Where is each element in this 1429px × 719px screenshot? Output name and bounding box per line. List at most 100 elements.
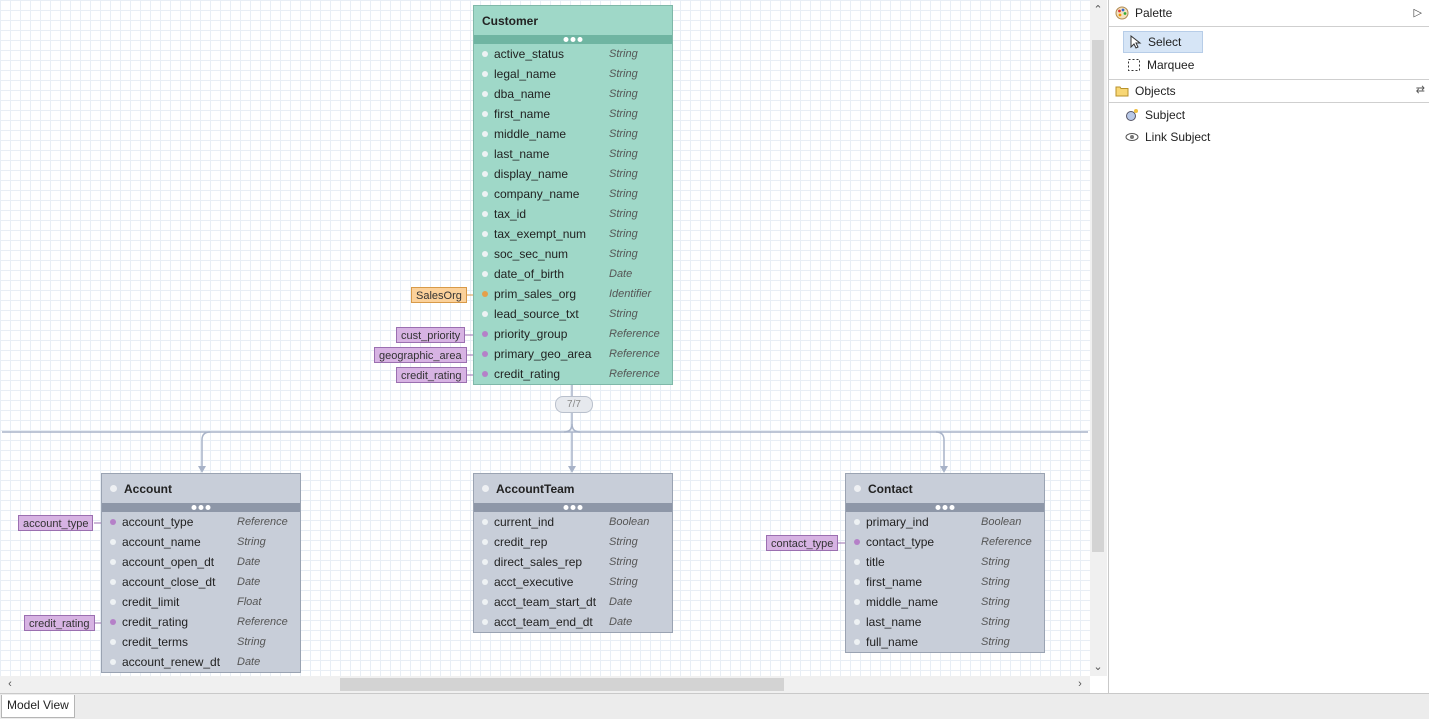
field-dot-icon [482,91,488,97]
tag-credit-rating[interactable]: credit_rating [396,367,467,383]
field-type: String [609,308,638,320]
field-type: String [609,208,638,220]
scroll-up-icon[interactable]: ⌃ [1093,4,1103,16]
field-type: Reference [237,516,288,528]
tool-marquee[interactable]: Marquee [1123,54,1429,76]
field-type: String [981,616,1010,628]
scroll-down-icon[interactable]: ⌄ [1093,661,1103,673]
palette-header[interactable]: Palette ▷ [1109,0,1429,27]
tag-geographic-area[interactable]: geographic_area [374,347,467,363]
field-name: company_name [494,187,580,201]
tab-model-view[interactable]: Model View [1,695,75,718]
field-name: display_name [494,167,569,181]
collapse-bar[interactable] [474,503,672,512]
field-dot-icon [482,351,488,357]
object-subject[interactable]: Subject [1125,104,1429,126]
field-dot-icon [482,231,488,237]
scroll-right-icon[interactable]: › [1078,678,1082,690]
object-link-subject[interactable]: Link Subject [1125,126,1429,148]
field-dot-icon [854,579,860,585]
field-name: active_status [494,47,565,61]
palette-icon [1115,6,1129,20]
field-type: Reference [237,616,288,628]
field-name: account_close_dt [122,575,216,589]
pin-icon[interactable]: ⇄ [1415,84,1425,96]
tag-credit-rating[interactable]: credit_rating [24,615,95,631]
collapse-bar[interactable] [846,503,1044,512]
field-dot-icon [110,639,116,645]
field-name: full_name [866,635,919,649]
children-count-badge[interactable]: 7/7 [555,396,593,413]
tag-contact-type[interactable]: contact_type [766,535,839,551]
field-dot-icon [482,251,488,257]
field-dot-icon [110,559,116,565]
vertical-scroll-thumb[interactable] [1092,40,1104,552]
entity-title: Contact [868,481,913,496]
tag-account-type[interactable]: account_type [18,515,94,531]
tag-cust-priority[interactable]: cust_priority [396,327,466,343]
expand-arrow-icon[interactable]: ▷ [1413,7,1422,19]
entity-dot-icon [110,485,117,492]
tool-select[interactable]: Select [1123,31,1203,53]
field-dot-icon [482,111,488,117]
tag-salesorg[interactable]: SalesOrg [411,287,467,303]
objects-title: Objects [1135,84,1176,98]
field-name: prim_sales_org [494,287,577,301]
field-dot-icon [110,579,116,585]
field-name: date_of_birth [494,267,565,281]
collapse-bar[interactable] [102,503,300,512]
objects-drawer-header[interactable]: Objects ⇄ [1109,79,1429,103]
horizontal-scroll-thumb[interactable] [340,678,784,691]
collapse-bar[interactable] [474,35,672,44]
field-type: String [609,536,638,548]
field-type: String [609,68,638,80]
field-dot-icon [854,539,860,545]
field-dot-icon [482,619,488,625]
scroll-left-icon[interactable]: ‹ [8,678,12,690]
field-name: soc_sec_num [494,247,569,261]
